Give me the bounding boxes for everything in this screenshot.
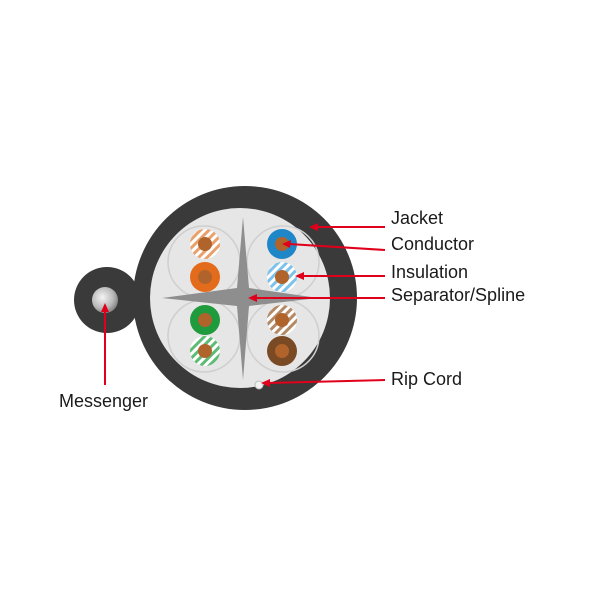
conductor-blue-white [275,270,289,284]
leader-lines [101,223,386,387]
conductor-orange-white [198,237,212,251]
jacket-web [120,272,140,328]
arrowhead-conductor [282,240,291,248]
label-rip-cord: Rip Cord [391,369,462,389]
green-pair [190,305,220,366]
brown-pair [267,305,297,366]
arrowhead-messenger [101,303,109,312]
label-conductor: Conductor [391,234,474,254]
label-insulation: Insulation [391,262,468,282]
label-jacket: Jacket [391,208,443,228]
conductor-orange [198,270,212,284]
label-separator: Separator/Spline [391,285,525,305]
arrowhead-jacket [309,223,318,231]
orange-pair [190,229,220,292]
arrowhead-insulation [295,272,304,280]
messenger-wire [92,287,118,313]
arrowhead-rip-cord [261,379,270,387]
label-messenger: Messenger [59,391,148,411]
rip-cord [254,380,264,390]
separator-spline [162,217,318,380]
conductor-brown [275,344,289,358]
conductor-brown-white [275,313,289,327]
leader-rip-cord [267,379,386,384]
arrowhead-separator [248,294,257,302]
conductor-green [198,313,212,327]
conductor-green-white [198,344,212,358]
leader-conductor [288,243,386,251]
